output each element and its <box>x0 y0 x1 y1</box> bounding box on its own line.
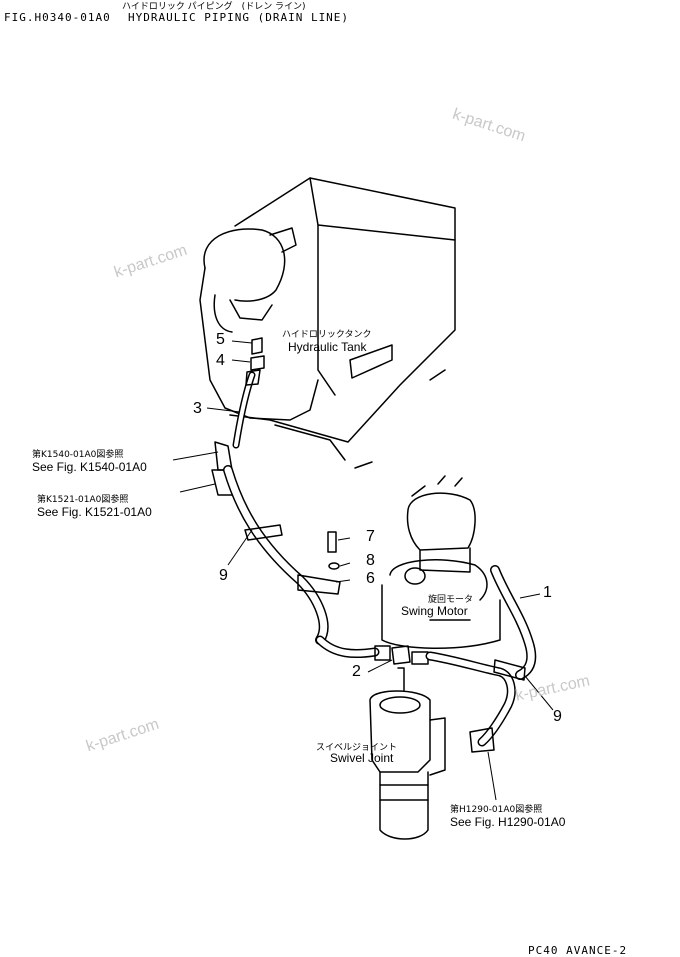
callout-4: 4 <box>216 352 225 369</box>
fitting-5 <box>251 337 263 355</box>
clamp-6 <box>297 574 341 595</box>
ref-k1521: See Fig. K1521-01A0 <box>37 505 152 519</box>
clamp-9-right <box>493 659 526 681</box>
ref-h1290: See Fig. H1290-01A0 <box>450 815 566 829</box>
callout-2: 2 <box>352 663 361 680</box>
callout-6: 6 <box>366 570 375 587</box>
ref-k1540: See Fig. K1540-01A0 <box>32 460 147 474</box>
callout-9-right: 9 <box>553 708 562 725</box>
tank-label: Hydraulic Tank <box>288 340 367 354</box>
callout-7: 7 <box>366 528 375 545</box>
fitting-4 <box>250 355 265 371</box>
elbow-ref-3 <box>469 727 495 753</box>
callout-9-left: 9 <box>219 567 228 584</box>
ref-jp-h1290: 第H1290-01A0図参照 <box>450 805 543 815</box>
callout-3: 3 <box>193 400 202 417</box>
ref-jp-k1521: 第K1521-01A0図参照 <box>37 495 129 505</box>
motor-label: Swing Motor <box>401 604 468 618</box>
callout-8: 8 <box>366 552 375 569</box>
swing-motor <box>381 475 501 649</box>
jp-title: ハイドロリック パイピング (ドレン ライン) <box>122 2 306 12</box>
motor-label-jp: 旋回モータ <box>428 595 474 605</box>
joint-label: Swivel Joint <box>330 751 394 765</box>
model-footer: PC40 AVANCE-2 <box>528 944 628 957</box>
tee-2 <box>391 645 411 665</box>
washer-8 <box>328 562 340 570</box>
bolt-7 <box>327 531 337 553</box>
hydraulic-tank <box>199 177 456 469</box>
ref-jp-k1540: 第K1540-01A0図参照 <box>32 450 124 460</box>
callout-5: 5 <box>216 331 225 348</box>
callout-1: 1 <box>543 584 552 601</box>
joint-label-jp: スイベルジョイント <box>316 743 398 753</box>
swivel-joint <box>369 667 446 840</box>
figure-number: FIG.H0340-01A0 <box>4 11 111 24</box>
figure-title: HYDRAULIC PIPING (DRAIN LINE) <box>128 11 350 24</box>
tank-label-jp: ハイドロリックタンク <box>282 330 372 340</box>
